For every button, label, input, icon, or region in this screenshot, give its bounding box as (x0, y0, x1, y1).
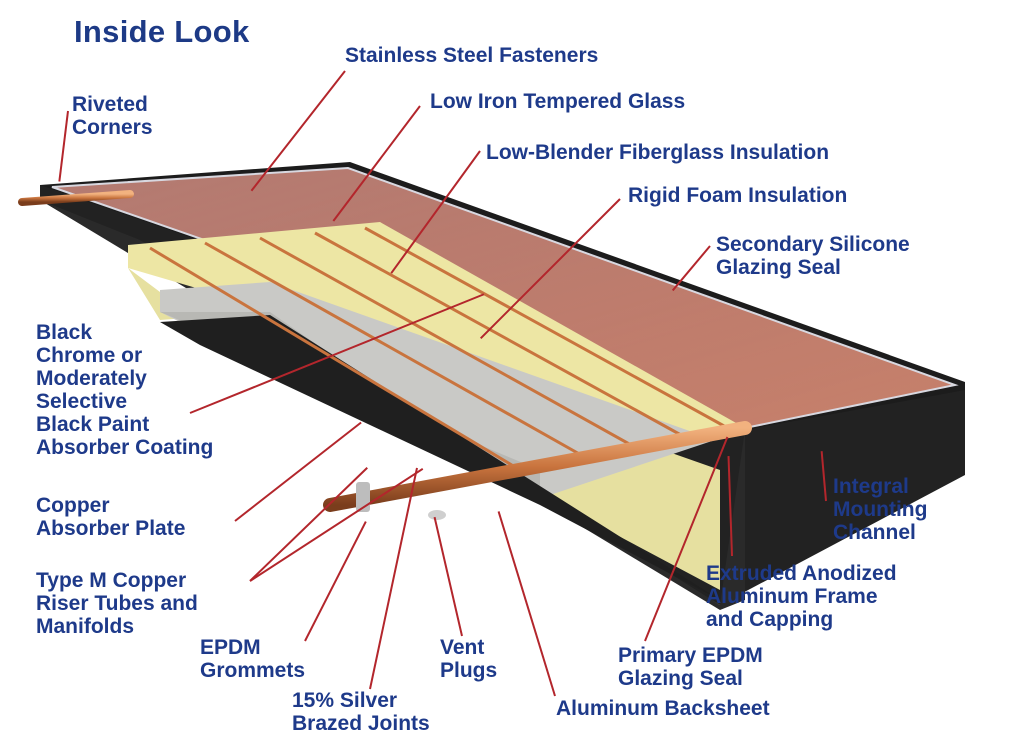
black-backsheet-exposed (160, 315, 720, 600)
vent-plug (428, 510, 446, 520)
label-aluminum-backsheet: Aluminum Backsheet (556, 697, 770, 720)
label-rigid-foam: Rigid Foam Insulation (628, 184, 848, 207)
label-fiberglass-insulation: Low-Blender Fiberglass Insulation (486, 141, 830, 164)
bottom-manifold (323, 421, 752, 512)
page-title: Inside Look (74, 14, 250, 49)
riser-tubes (149, 226, 736, 472)
label-stainless-fasteners: Stainless Steel Fasteners (345, 44, 599, 67)
top-manifold (18, 190, 134, 206)
label-low-iron-glass: Low Iron Tempered Glass (430, 90, 686, 113)
